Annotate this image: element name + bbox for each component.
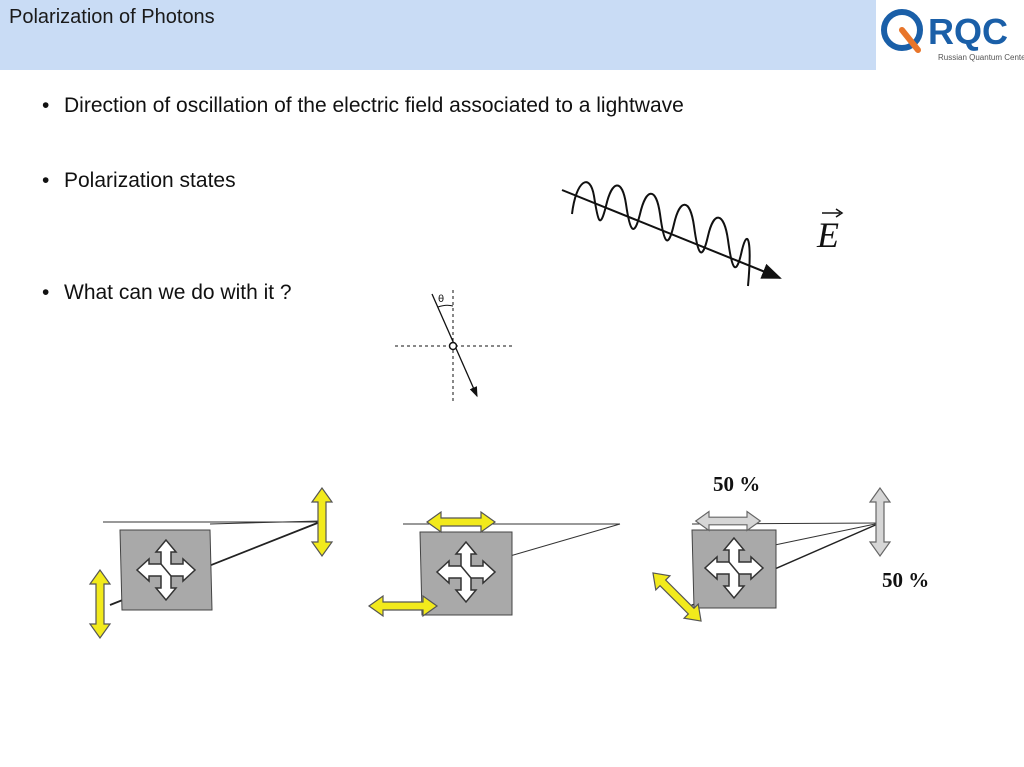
title-bar: Polarization of Photons — [0, 0, 876, 70]
bullet-item: • What can we do with it ? — [42, 281, 292, 305]
bullet-item: • Direction of oscillation of the electri… — [42, 94, 684, 118]
electric-field-symbol: E — [817, 215, 839, 255]
bullet-text: Direction of oscillation of the electric… — [64, 94, 684, 117]
bullet-dot: • — [42, 94, 50, 117]
slide-title: Polarization of Photons — [9, 6, 215, 28]
polarizer-setup-2 — [368, 511, 621, 617]
polarizer-setup-1 — [89, 487, 333, 639]
wave-axis — [561, 189, 782, 279]
bullet-text: Polarization states — [64, 169, 236, 192]
reflected-percent-label: 50 % — [713, 472, 761, 496]
logo-text: RQC — [928, 11, 1008, 52]
bullet-dot: • — [42, 281, 50, 304]
logo-subtitle: Russian Quantum Center — [938, 53, 1024, 62]
bullet-item: • Polarization states — [42, 169, 236, 193]
bullet-text: What can we do with it ? — [64, 281, 292, 304]
wave-curve — [571, 181, 751, 287]
transmitted-percent-label: 50 % — [882, 568, 930, 592]
theta-label: θ — [438, 294, 444, 305]
beam-splitter-setup — [645, 487, 891, 629]
bullet-dot: • — [42, 169, 50, 192]
rqc-logo: RQC Russian Quantum Center — [881, 9, 1024, 62]
